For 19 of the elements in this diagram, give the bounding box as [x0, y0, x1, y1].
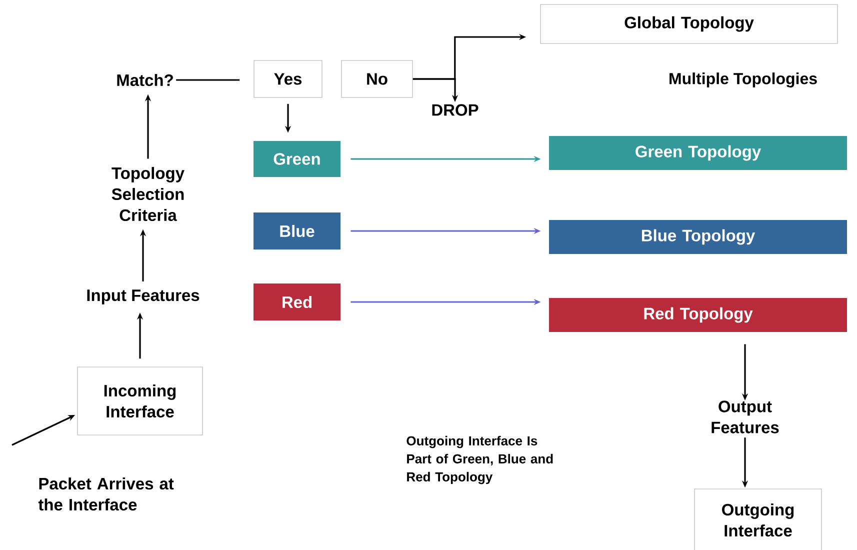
color-box: Green: [254, 141, 340, 177]
step-text: Topology Selection Criteria: [112, 166, 184, 222]
topology-box: Global Topology: [540, 4, 838, 44]
answer-box: Yes: [254, 60, 322, 98]
color-box: Red: [254, 284, 340, 320]
topology-bar: Red Topology: [549, 298, 847, 332]
step-text: Output Features: [712, 400, 779, 434]
answer-box: No: [341, 60, 413, 98]
heading-text: Multiple Topologies: [670, 72, 817, 88]
interface-box: Outgoing Interface: [694, 488, 822, 550]
note-text: Outgoing Interface Is Part of Green, Blue and Red Topology: [406, 436, 553, 484]
interface-box: Incoming Interface: [77, 366, 203, 436]
note-text: Packet Arrives at the Interface: [38, 477, 174, 511]
color-box: Blue: [254, 212, 340, 250]
topology-bar: Green Topology: [549, 136, 847, 170]
topology-bar: Blue Topology: [549, 220, 847, 254]
step-text: Input Features: [87, 290, 200, 304]
question-text: Match?: [117, 74, 173, 86]
drop-text: DROP: [432, 104, 478, 116]
